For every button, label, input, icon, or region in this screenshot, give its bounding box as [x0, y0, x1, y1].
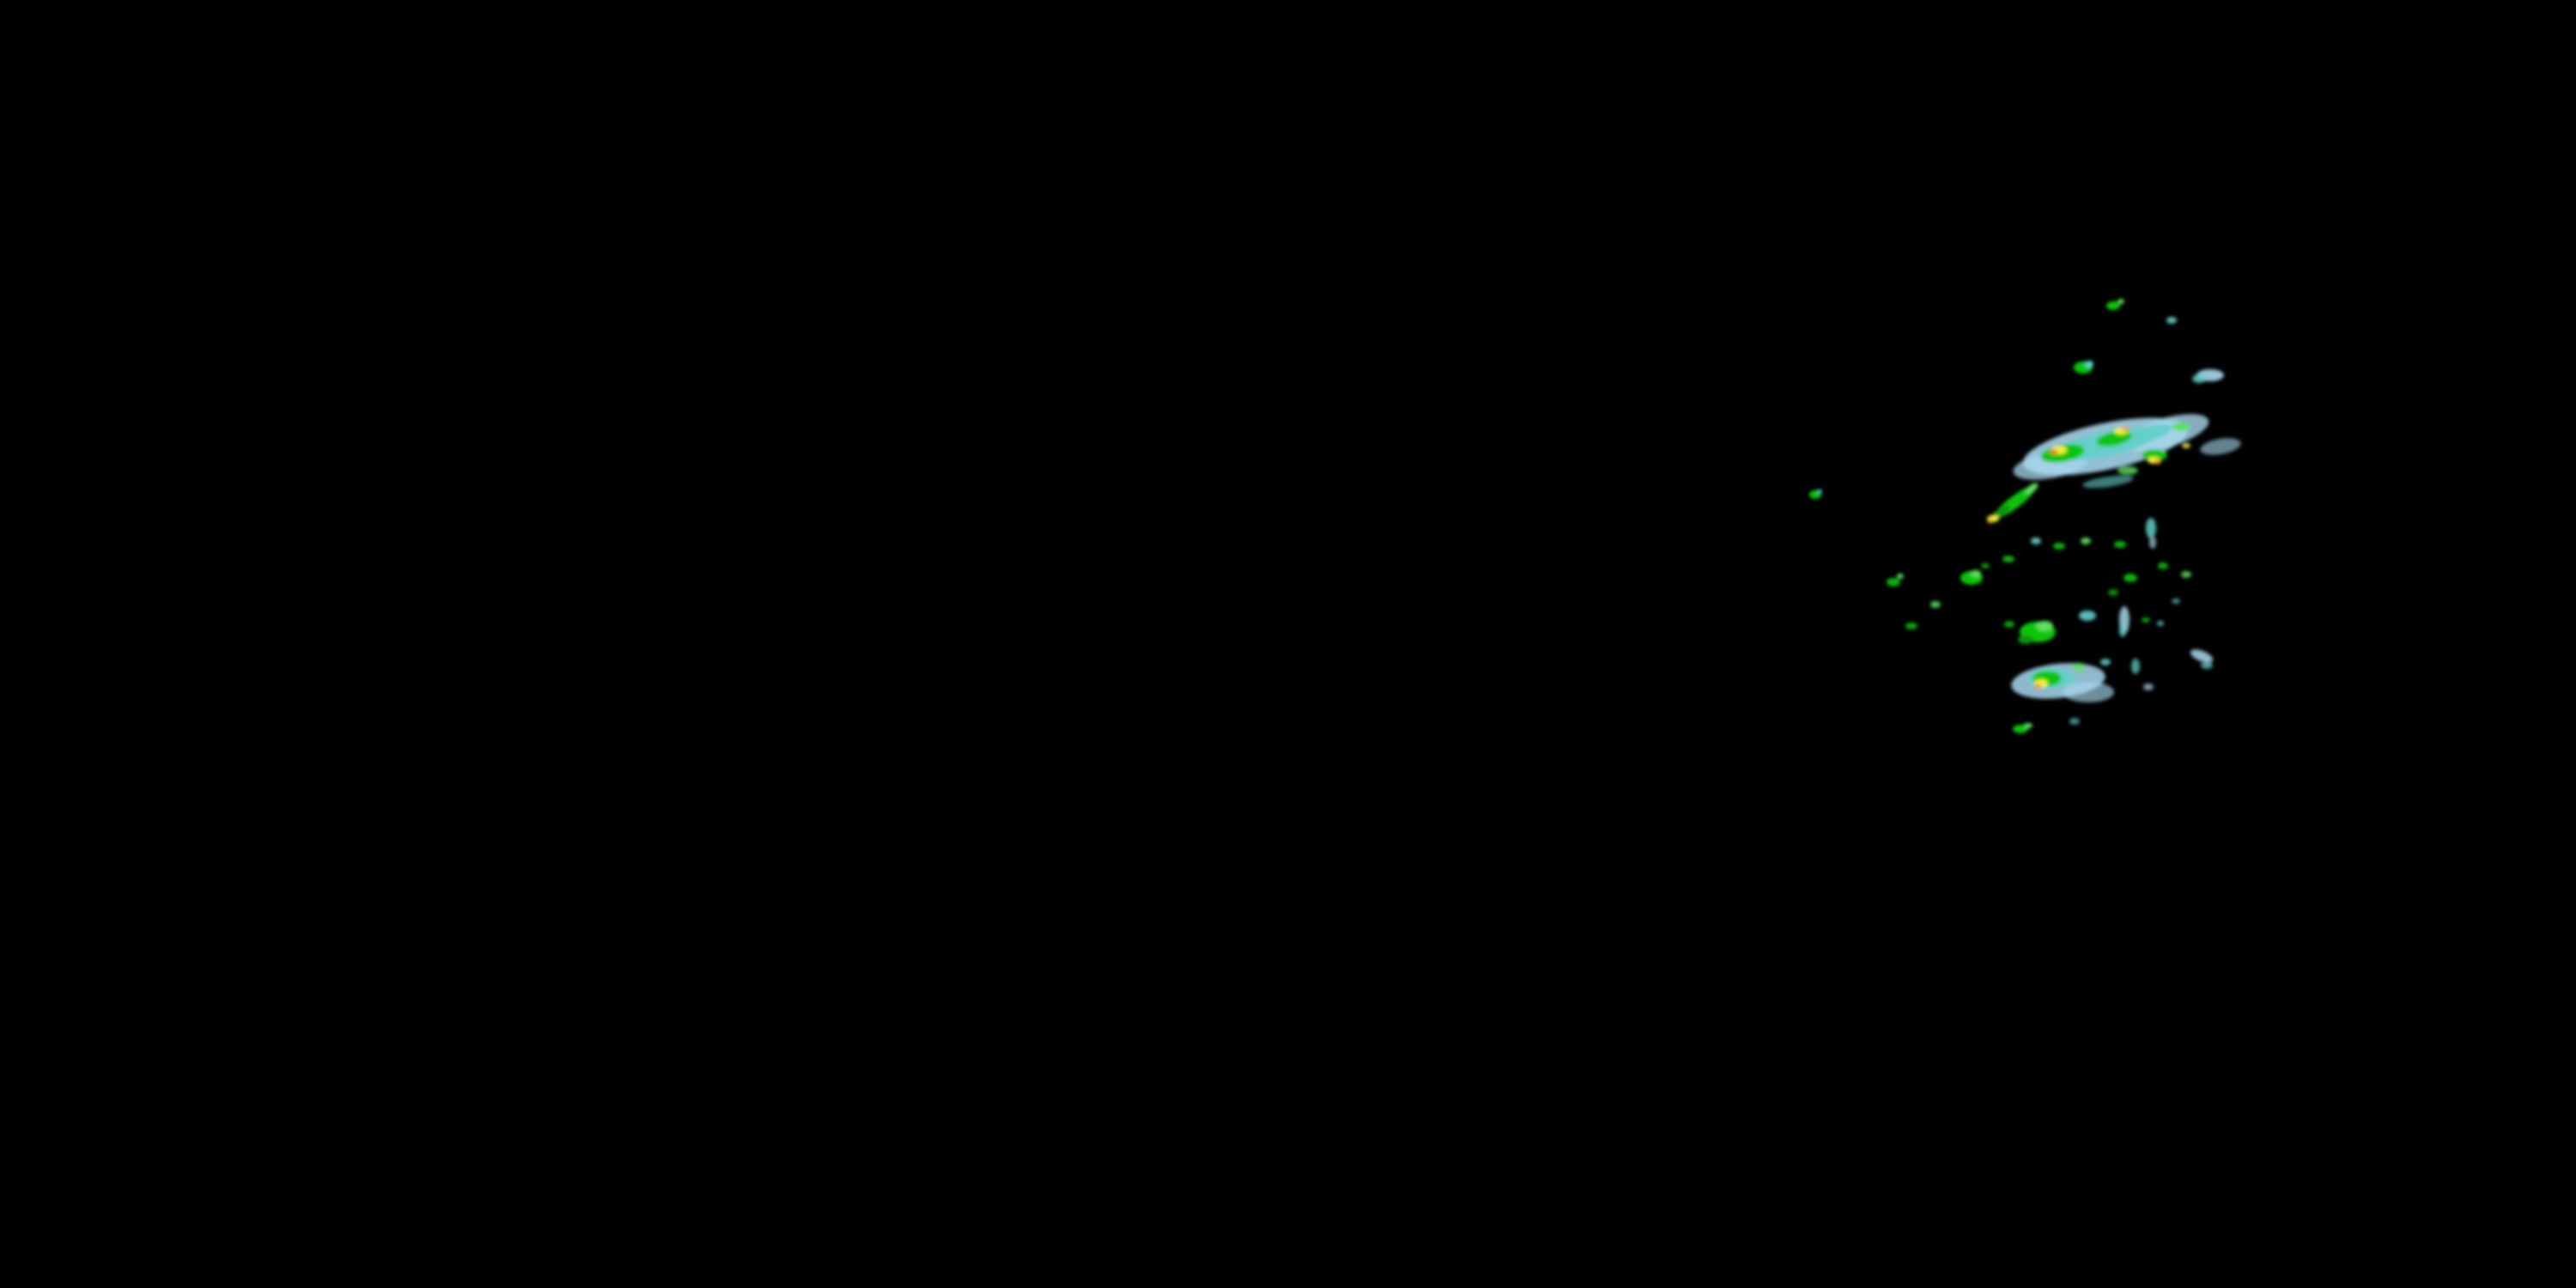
radar-echo [2182, 443, 2190, 448]
radar-echo [1987, 519, 1994, 524]
radar-echo [2063, 682, 2114, 702]
radar-echo [2181, 571, 2191, 578]
radar-echo [2143, 683, 2154, 690]
radar-echo [2079, 611, 2096, 621]
radar-echo [2036, 621, 2053, 631]
radar-echo [2124, 423, 2172, 444]
radar-echo [2106, 301, 2120, 310]
radar-echo [2025, 483, 2038, 495]
radar-echo [2123, 574, 2137, 582]
radar-echo [2142, 449, 2167, 461]
radar-echo [2004, 621, 2014, 628]
radar-echo [2201, 662, 2213, 669]
radar-echo [2192, 374, 2206, 383]
radar-echo [2069, 718, 2080, 725]
radar-echo [2154, 459, 2161, 465]
radar-echo [2013, 725, 2028, 733]
radar-echo [2100, 659, 2111, 665]
radar-echo [1971, 570, 1981, 577]
radar-echo [2082, 475, 2134, 489]
radar-echo [1817, 489, 1822, 493]
radar-echo [1930, 601, 1941, 608]
radar-echo [2085, 361, 2093, 368]
radar-echo [2018, 635, 2033, 644]
radar-echo [2149, 537, 2156, 549]
radar-echo [2158, 562, 2168, 569]
radar-echo [1981, 563, 1990, 568]
radar-echo [2081, 538, 2091, 544]
radar-echo [2146, 518, 2156, 538]
radar-echo [2117, 299, 2124, 304]
radar-echo [2157, 621, 2164, 626]
radar-echo [2034, 683, 2041, 689]
radar-echo [2024, 723, 2032, 728]
radar-echo [2166, 317, 2177, 324]
radar-echo [1897, 574, 1904, 579]
radar-echo [2114, 541, 2126, 548]
radar-echo [2053, 543, 2065, 550]
radar-echo [2172, 598, 2180, 604]
radar-echo [1886, 578, 1900, 586]
radar-echo [2050, 451, 2055, 454]
radar-echo [2117, 466, 2138, 475]
radar-echo-layer [1809, 299, 2241, 733]
radar-echo [1905, 623, 1917, 629]
radar-echo [2172, 422, 2190, 431]
radar-echo [2200, 438, 2241, 455]
radar-echo [2002, 556, 2014, 562]
radar-echo [2096, 431, 2132, 447]
radar-echo [2031, 538, 2041, 544]
radar-echo [2072, 663, 2086, 671]
radar-echo [2131, 659, 2140, 674]
radar-echo [2119, 623, 2126, 637]
radar-echo [2190, 649, 2214, 663]
radar-echo [2108, 589, 2118, 596]
radar-echo [2123, 427, 2129, 432]
radar-echo [2142, 617, 2150, 623]
